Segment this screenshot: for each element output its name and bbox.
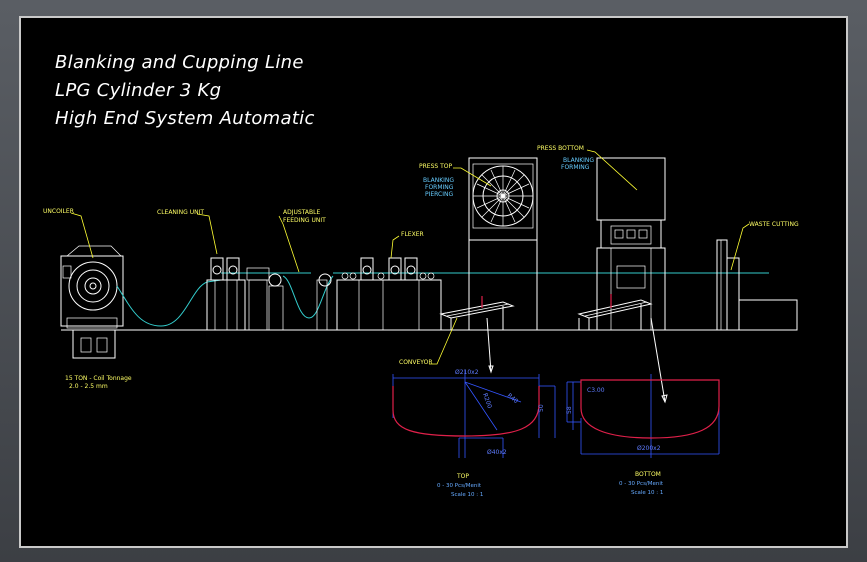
coil-note-2: 2.0 - 2.5 mm [69,383,108,390]
strip-loop-1 [116,279,222,327]
pointer-bottom-detail [650,317,666,403]
bottom-dim-width: Ø200x2 [637,445,661,452]
leader-conveyor [429,317,458,365]
press-top-sub-2: FORMING [425,184,454,191]
label-waste-cutting: WASTE CUTTING [749,221,799,228]
press-top-sub-1: BLANKING [423,177,454,184]
bottom-detail-scale: Scale 10 : 1 [631,490,663,496]
top-dim-width: Ø210x2 [455,369,479,376]
label-adjustable-feeding-2: FEEDING UNIT [283,217,326,224]
press-top-sub-3: PIERCING [425,191,453,198]
bottom-detail-name: BOTTOM [635,471,661,478]
top-detail-name: TOP [456,473,469,480]
top-detail-rate: 0 - 30 Pcs/Menit [437,483,482,489]
label-press-top: PRESS TOP [419,163,452,170]
press-bottom-sub-2: FORMING [561,164,590,171]
top-dim-depth: R200 [481,392,493,409]
adjustable-feeding-unit [268,273,332,331]
bottom-dim-height: 58 [566,406,573,414]
leader-adjustable-feeding [278,215,300,273]
cleaning-unit [206,257,270,331]
top-detail-scale: Scale 10 : 1 [451,492,483,498]
label-flexer: FLEXER [401,231,424,238]
waste-cutting [716,239,798,331]
label-uncoiler: UNCOILER [43,208,74,215]
conveyor-bottom [577,294,653,330]
press-bottom [596,157,666,331]
title-line-3: High End System Automatic [55,108,315,129]
top-detail [392,370,556,458]
press-top [468,157,538,331]
label-press-bottom: PRESS BOTTOM [537,145,584,152]
pointer-top-arrow [488,365,494,374]
label-adjustable-feeding-1: ADJUSTABLE [283,209,320,216]
uncoiler [60,245,124,359]
drawing-canvas: Blanking and Cupping Line LPG Cylinder 3… [19,16,848,548]
label-conveyor: CONVEYOR [399,359,433,366]
bottom-detail [566,374,720,458]
title-line-1: Blanking and Cupping Line [55,52,304,73]
press-bottom-sub-1: BLANKING [563,157,594,164]
cad-drawing: Blanking and Cupping Line LPG Cylinder 3… [43,52,799,498]
leader-waste-cutting [730,223,750,271]
pointer-bottom-arrow [661,394,668,404]
leader-flexer [390,235,400,259]
flexer [336,257,442,331]
conveyor-top [439,296,515,330]
top-dim-hole: Ø40x2 [487,449,507,456]
label-cleaning-unit: CLEANING UNIT [157,209,204,216]
pointer-top-detail [486,317,492,373]
strip-loop-2 [282,275,334,319]
leader-uncoiler [70,212,94,259]
bottom-detail-rate: 0 - 30 Pcs/Menit [619,481,664,487]
bottom-dim-top: C3.00 [587,387,605,394]
title-line-2: LPG Cylinder 3 Kg [55,80,221,101]
top-dim-height: 50 [538,404,545,412]
top-dim-radius: R40 [506,392,520,405]
coil-note-1: 15 TON - Coil Tonnage [65,375,132,382]
leader-press-bottom [586,149,638,191]
leader-cleaning-unit [196,213,218,255]
leader-press-top [453,167,492,187]
